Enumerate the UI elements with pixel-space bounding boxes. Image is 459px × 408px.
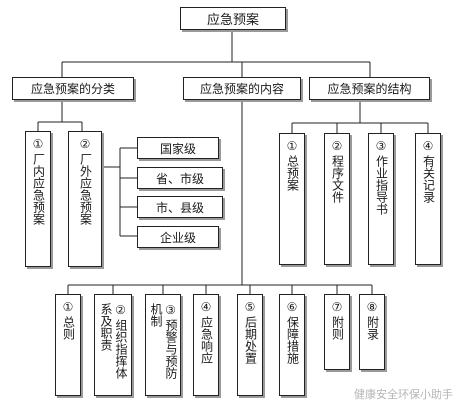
content-item-number: ⑤ bbox=[244, 300, 256, 314]
content-item-label: 后期处置 bbox=[243, 316, 258, 364]
classification-item: ② 厂外应急预案 bbox=[68, 131, 102, 267]
content-item-label: 保障措施 bbox=[285, 316, 300, 364]
content-item: ⑥ 保障措施 bbox=[279, 294, 305, 396]
root-node: 应急预案 bbox=[180, 7, 286, 30]
content-item-label-continuation: 机制 bbox=[149, 303, 163, 327]
content-item: ⑦ 附则 bbox=[324, 294, 350, 370]
structure-item-number: ③ bbox=[375, 139, 387, 153]
classification-item-label: 厂外应急预案 bbox=[78, 153, 93, 225]
content-item: ① 总则 bbox=[55, 294, 81, 396]
structure-item: ④ 有关记录 bbox=[415, 133, 441, 265]
level-label: 市、县级 bbox=[155, 200, 204, 215]
content-item-label: 预警与预防 bbox=[164, 319, 178, 379]
content-label: 应急预案的内容 bbox=[199, 82, 284, 96]
content-item-number: ① bbox=[62, 300, 74, 314]
content-item-number: ② bbox=[115, 303, 126, 317]
root-label: 应急预案 bbox=[206, 13, 259, 28]
level-node: 国家级 bbox=[137, 137, 219, 159]
structure-item-number: ① bbox=[286, 139, 298, 153]
structure-item-label: 总预案 bbox=[285, 155, 300, 191]
content-item-label: 附录 bbox=[365, 316, 380, 340]
content-item: ③ 预警与预防 机制 bbox=[145, 294, 181, 396]
content-item: ⑤ 后期处置 bbox=[237, 294, 263, 396]
structure-node: 应急预案的结构 bbox=[309, 77, 430, 100]
classification-node: 应急预案的分类 bbox=[12, 77, 134, 100]
content-item-number: ⑦ bbox=[331, 300, 343, 314]
content-item: ⑧ 附录 bbox=[359, 294, 385, 370]
content-item: ② 组织指挥体 系及职责 bbox=[94, 294, 132, 396]
content-item-number: ⑥ bbox=[286, 300, 298, 314]
content-item-label: 组织指挥体 bbox=[114, 319, 128, 379]
classification-label: 应急预案的分类 bbox=[30, 82, 115, 96]
structure-item-label: 作业指导书 bbox=[374, 155, 389, 215]
structure-item-number: ④ bbox=[422, 139, 434, 153]
structure-item-number: ② bbox=[331, 139, 343, 153]
structure-item: ① 总预案 bbox=[279, 133, 305, 265]
level-label: 企业级 bbox=[159, 230, 196, 245]
classification-item-number: ① bbox=[32, 137, 44, 151]
classification-item-label: 厂内应急预案 bbox=[31, 153, 46, 225]
content-item-number: ③ bbox=[165, 303, 176, 317]
structure-item: ③ 作业指导书 bbox=[368, 133, 394, 265]
content-item-label: 附则 bbox=[330, 316, 345, 340]
level-node: 省、市级 bbox=[137, 167, 223, 189]
content-item-number: ④ bbox=[200, 300, 212, 314]
content-item-number: ⑧ bbox=[366, 300, 378, 314]
level-label: 国家级 bbox=[159, 141, 196, 156]
classification-item-number: ② bbox=[79, 137, 91, 151]
content-node: 应急预案的内容 bbox=[183, 77, 301, 100]
structure-label: 应急预案的结构 bbox=[327, 82, 412, 96]
content-item-label-continuation: 系及职责 bbox=[99, 303, 113, 351]
structure-item-label: 有关记录 bbox=[421, 155, 436, 203]
classification-item: ① 厂内应急预案 bbox=[25, 131, 51, 267]
level-node: 企业级 bbox=[137, 226, 219, 248]
content-item: ④ 应急响应 bbox=[193, 294, 219, 396]
content-item-label: 总则 bbox=[61, 316, 76, 340]
level-node: 市、县级 bbox=[137, 196, 223, 218]
structure-item-label: 程序文件 bbox=[330, 155, 345, 203]
structure-item: ② 程序文件 bbox=[324, 133, 350, 265]
level-label: 省、市级 bbox=[155, 171, 204, 186]
watermark: 健康安全环保小助手 bbox=[354, 388, 453, 401]
content-item-label: 应急响应 bbox=[199, 316, 214, 364]
